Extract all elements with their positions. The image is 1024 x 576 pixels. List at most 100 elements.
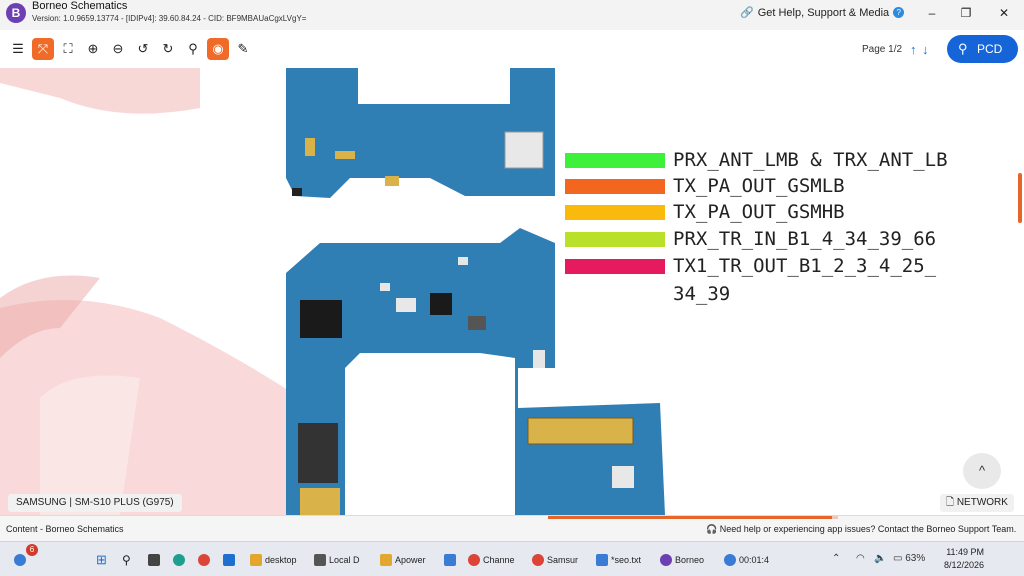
progress-bar [548,516,838,519]
taskbar-app[interactable]: desktop [250,550,297,570]
pcd-button[interactable]: ⚲ PCD [947,35,1018,63]
folder-icon [380,554,392,566]
pcb-board-image [286,68,665,515]
taskbar-app[interactable]: *seo.txt [596,550,641,570]
task-view-button[interactable] [148,550,160,570]
chrome-icon [198,554,210,566]
close-button[interactable]: ✕ [998,6,1010,20]
store-button[interactable] [223,550,235,570]
headset-icon: 🎧 [706,524,718,534]
minimize-button[interactable]: – [928,6,936,20]
pcd-label: PCD [977,42,1003,56]
taskbar-app[interactable]: Samsur [532,550,578,570]
task-view-icon [148,554,160,566]
toolbar: ☰ ⤧ ⛶ ⊕ ⊖ ↺ ↻ ⚲ ◉ ✎ Page 1/2 ↑ ↓ [0,30,1024,68]
taskbar-app-label: desktop [265,555,297,565]
status-bar: Content - Borneo Schematics 🎧 Need help … [0,515,1024,541]
legend-label: PRX_TR_IN_B1_4_34_39_66 [673,228,937,250]
title-bar: B Borneo Schematics Version: 1.0.9659.13… [0,0,1024,30]
zoom-in-icon[interactable]: ⊕ [87,41,99,56]
schematic-canvas[interactable]: PRX_ANT_LMB & TRX_ANT_LB TX_PA_OUT_GSMLB… [0,68,1016,515]
network-tag[interactable]: 🗋 NETWORK [940,494,1014,512]
taskbar-app-label: Channe [483,555,515,565]
recorder-icon [724,554,736,566]
drive-icon [314,554,326,566]
app-title: Borneo Schematics [32,0,128,12]
scrollbar-thumb[interactable] [1018,173,1022,223]
search-icon: ⚲ [122,553,131,567]
fullscreen-icon[interactable]: ⛶ [63,41,73,56]
notepad-icon [596,554,608,566]
chevron-up-icon[interactable]: ⌃ [832,553,841,564]
taskbar-app-active[interactable]: Borneo [660,550,704,570]
app-version: Version: 1.0.9659.13774 - [IDIPv4]: 39.6… [32,14,307,23]
device-tag: SAMSUNG | SM-S10 PLUS (G975) [8,494,182,512]
search-icon[interactable]: ⚲ [188,41,198,56]
watermark-logo [0,68,300,515]
store-icon [223,554,235,566]
support-link[interactable]: 🎧 Need help or experiencing app issues? … [706,524,1016,535]
list-icon[interactable]: ☰ [12,41,24,56]
taskbar-app[interactable]: Apower [380,550,426,570]
legend-label: TX_PA_OUT_GSMLB [673,175,845,197]
vertical-scrollbar[interactable] [1016,68,1024,515]
battery-indicator[interactable]: ▭ 63% [893,553,925,564]
maximize-button[interactable]: ❐ [960,6,972,20]
chrome-icon [532,554,544,566]
rotate-left-icon[interactable]: ↺ [137,41,149,56]
help-link-label: Get Help, Support & Media [757,6,890,19]
borneo-logo-icon [660,554,672,566]
borneo-logo-icon: B [6,3,26,23]
page-up-icon[interactable]: ↑ [910,42,917,57]
draw-icon[interactable]: ✎ [237,41,249,56]
taskbar-app-label: 00:01:4 [739,555,770,565]
rotate-right-icon[interactable]: ↻ [162,41,174,56]
legend-label: PRX_ANT_LMB & TRX_ANT_LB [673,149,948,171]
taskbar-app[interactable]: Channe [468,550,515,570]
page-down-icon[interactable]: ↓ [922,42,929,57]
legend-swatch [565,259,665,274]
taskbar-app-label: Local D [329,555,360,565]
taskbar-app-label: Borneo [675,555,705,565]
status-left-text: Content - Borneo Schematics [6,524,124,534]
taskbar-app[interactable] [444,550,456,570]
volume-icon[interactable]: 🔈 [874,553,887,564]
page-indicator: Page 1/2 ↑ ↓ [856,38,938,62]
windows-icon: ⊞ [96,552,107,567]
mouse-icon[interactable]: ◉ [207,38,229,60]
widgets-icon[interactable] [14,550,26,570]
chrome-pinned-button[interactable] [198,550,210,570]
help-link[interactable]: 🔗 Get Help, Support & Media ? [740,6,905,19]
taskbar: 6 ⊞ ⚲ desktop Local D Apower Channe Sams… [0,541,1024,576]
legend-label: TX1_TR_OUT_B1_2_3_4_25_ [673,255,937,277]
search-button[interactable]: ⚲ [122,550,131,570]
zoom-out-icon[interactable]: ⊖ [112,41,124,56]
legend-label: 34_39 [673,283,731,305]
page-indicator-label: Page 1/2 [862,44,903,55]
legend-swatch [565,179,665,194]
widgets-glyph-icon [14,554,26,566]
wifi-icon[interactable]: ◠ [856,553,865,564]
document-icon: 🗋 [946,497,955,508]
progress-bar-fill [548,516,833,519]
clock[interactable]: 11:49 PM 8/12/2026 [944,546,984,572]
taskbar-app[interactable]: Local D [314,550,360,570]
edge-button[interactable] [173,550,185,570]
scroll-to-top-button[interactable]: ^ [963,453,1001,489]
network-app-icon [444,554,456,566]
legend-swatch [565,232,665,247]
taskbar-app[interactable]: 00:01:4 [724,550,769,570]
link-icon: 🔗 [740,7,754,19]
legend-label: TX_PA_OUT_GSMHB [673,201,845,223]
taskbar-app-label: Apower [395,555,426,565]
clock-date: 8/12/2026 [944,560,985,570]
notification-badge: 6 [26,544,38,556]
edge-icon [173,554,185,566]
chrome-icon [468,554,480,566]
start-button[interactable]: ⊞ [96,550,107,570]
taskbar-app-label: Samsur [547,555,579,565]
fit-screen-icon[interactable]: ⤧ [32,38,54,60]
legend-swatch [565,153,665,168]
clock-time: 11:49 PM [946,547,985,557]
battery-percent: 63% [905,553,926,564]
